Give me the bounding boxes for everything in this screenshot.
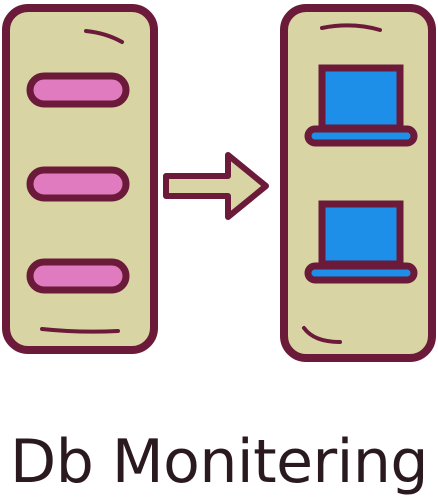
arrow-right-icon [163,152,269,220]
drive-slot-3 [26,258,130,294]
panel-shadow [302,326,342,344]
db-monitoring-illustration [2,4,436,362]
drive-slot-1 [26,72,130,108]
panel-highlight [320,23,382,32]
monitor-panel [280,4,436,362]
laptop-monitor-panel-icon [280,4,436,362]
panel-highlight [84,29,124,44]
laptop-icon [304,200,418,284]
drive-slot-2 [26,166,130,202]
laptop-icon [304,64,418,147]
laptop-base [304,262,418,284]
laptop-screen [318,64,404,132]
laptop-base [304,125,418,147]
panel-shadow [40,327,120,334]
laptop-screen [318,200,404,268]
database-server-icon [2,4,158,354]
caption-title: Db Monitering [10,427,428,497]
